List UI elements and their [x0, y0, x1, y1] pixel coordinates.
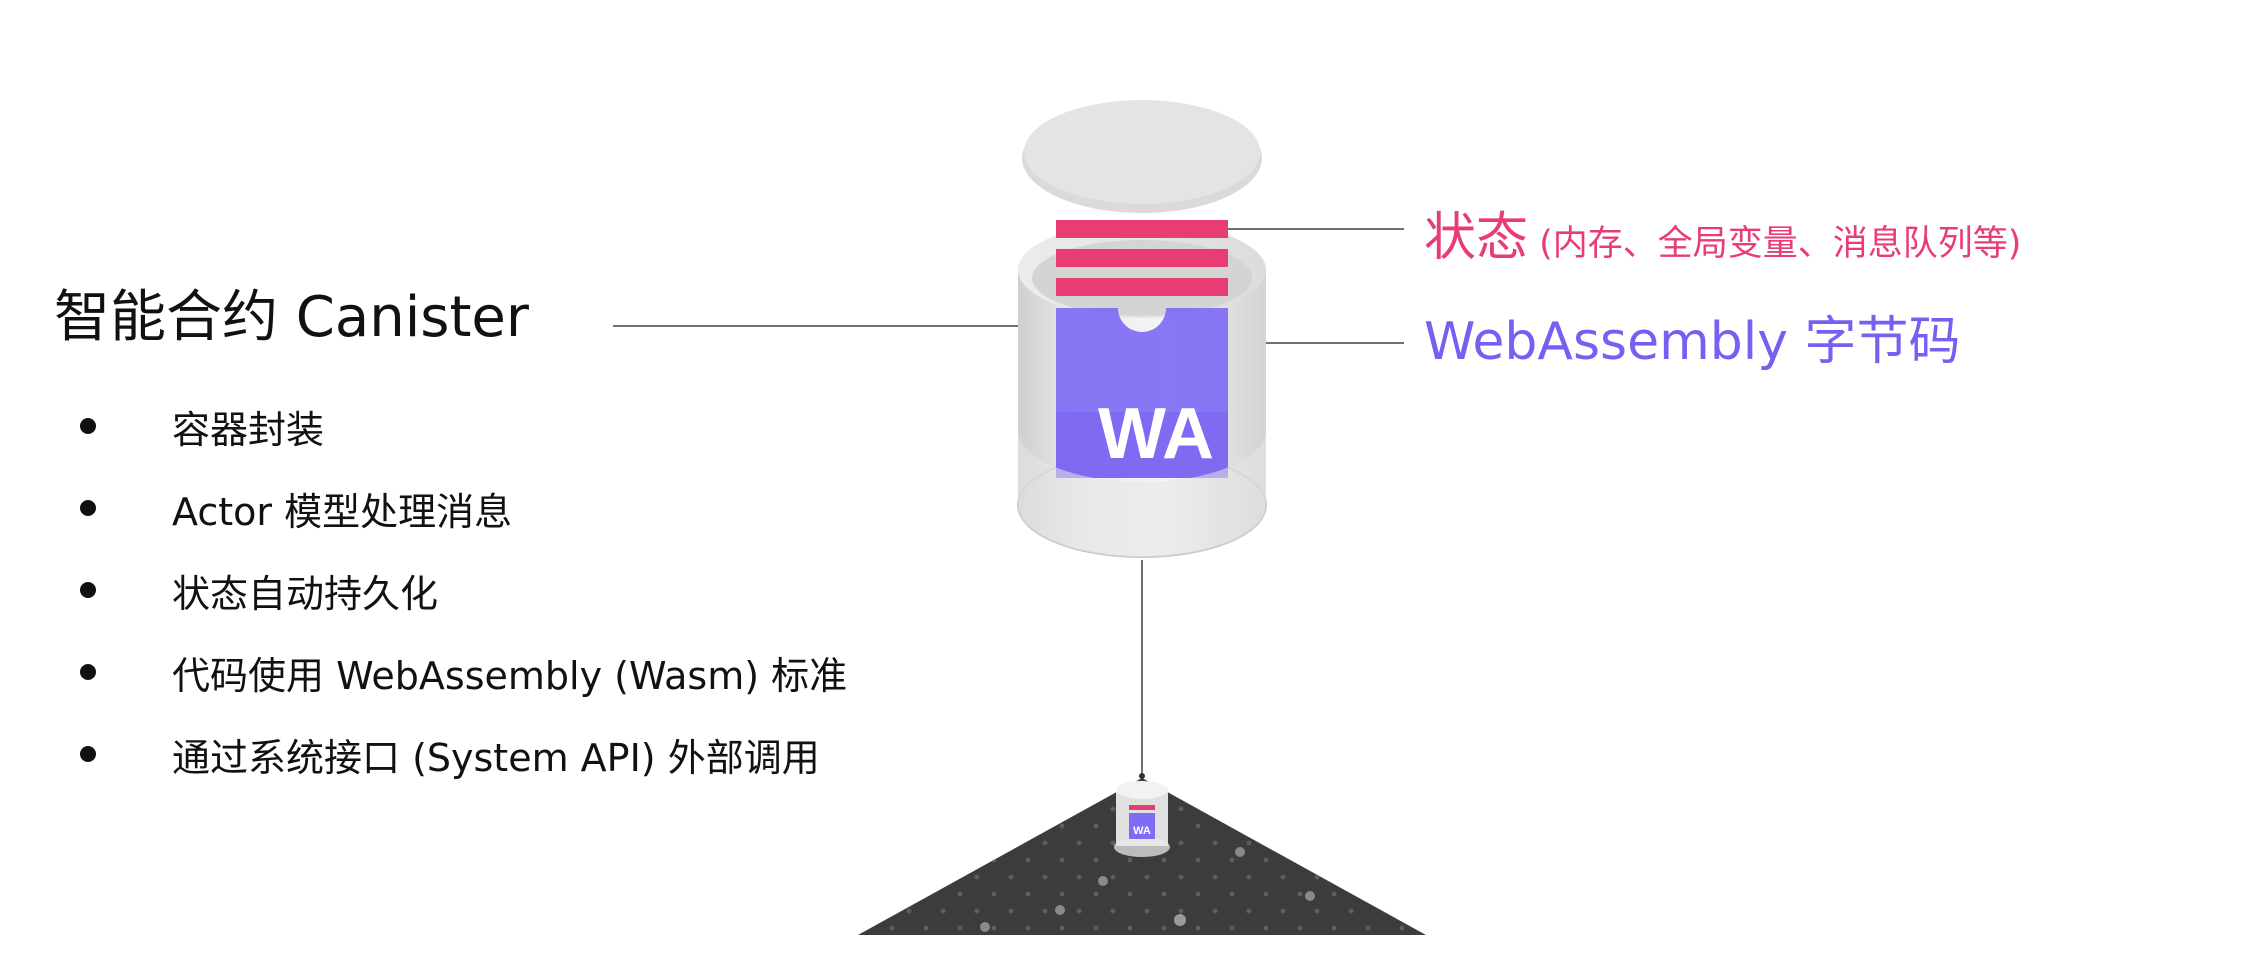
wasm-badge-text: WA [1098, 394, 1214, 474]
list-item-label: 容器封装 [172, 407, 325, 452]
wasm-block: WA [1056, 308, 1228, 478]
mini-canister: WA [1114, 773, 1170, 857]
list-item: 代码使用 WebAssembly (Wasm) 标准 [80, 631, 847, 713]
list-item-label: 状态自动持久化 [172, 571, 439, 616]
list-item-label: Actor 模型处理消息 [172, 489, 513, 534]
canister-lid [1022, 100, 1262, 213]
canister-title: 智能合约 Canister [54, 285, 529, 350]
bullet-dot [80, 582, 96, 598]
list-item: 通过系统接口 (System API) 外部调用 [80, 713, 847, 795]
list-item: 状态自动持久化 [80, 549, 847, 631]
list-item: Actor 模型处理消息 [80, 467, 847, 549]
list-item: 容器封装 [80, 385, 847, 467]
bullet-dot [80, 664, 96, 680]
bullet-dot [80, 746, 96, 762]
bytecode-label: WebAssembly 字节码 [1424, 312, 1961, 372]
bullet-dot [80, 500, 96, 516]
list-item-label: 代码使用 WebAssembly (Wasm) 标准 [172, 653, 848, 698]
mini-wasm-badge-text: WA [1133, 825, 1151, 837]
list-item-label: 通过系统接口 (System API) 外部调用 [172, 735, 820, 780]
state-label: 状态 (内存、全局变量、消息队列等) [1424, 205, 2021, 277]
state-stripes [1056, 220, 1228, 296]
bullet-dot [80, 418, 96, 434]
state-label-main: 状态 [1424, 208, 1529, 268]
state-label-detail: (内存、全局变量、消息队列等) [1528, 224, 2022, 264]
feature-list: 容器封装 Actor 模型处理消息 状态自动持久化 代码使用 WebAssemb… [80, 385, 847, 795]
